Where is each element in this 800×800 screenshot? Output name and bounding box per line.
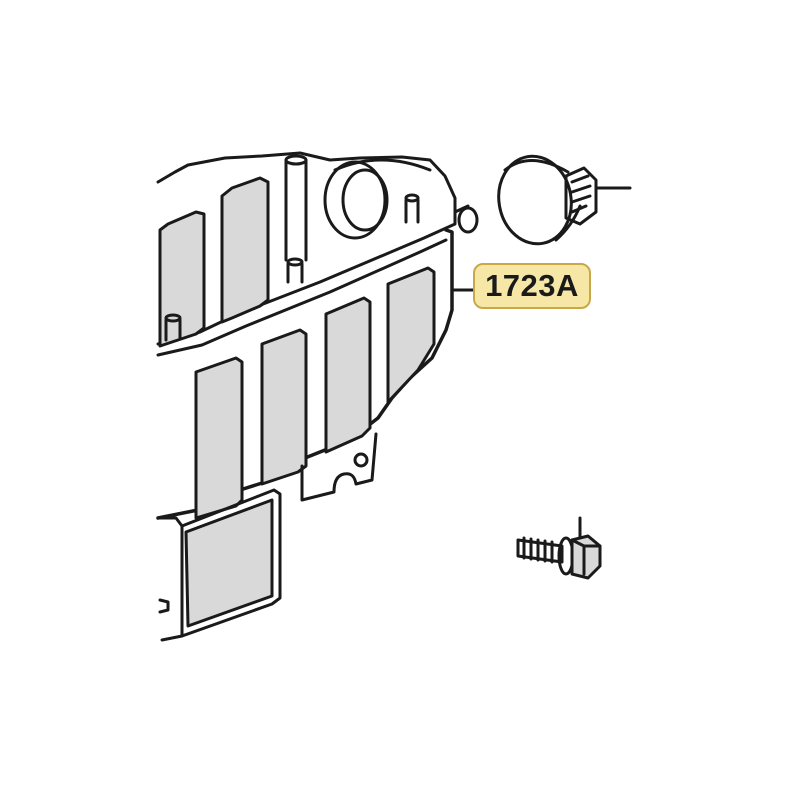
flange-bolt-icon	[516, 516, 602, 580]
part-number-callout[interactable]: 1723A	[473, 263, 591, 309]
air-cleaner-housing-icon	[156, 151, 479, 642]
hose-clamp-icon	[497, 154, 632, 246]
